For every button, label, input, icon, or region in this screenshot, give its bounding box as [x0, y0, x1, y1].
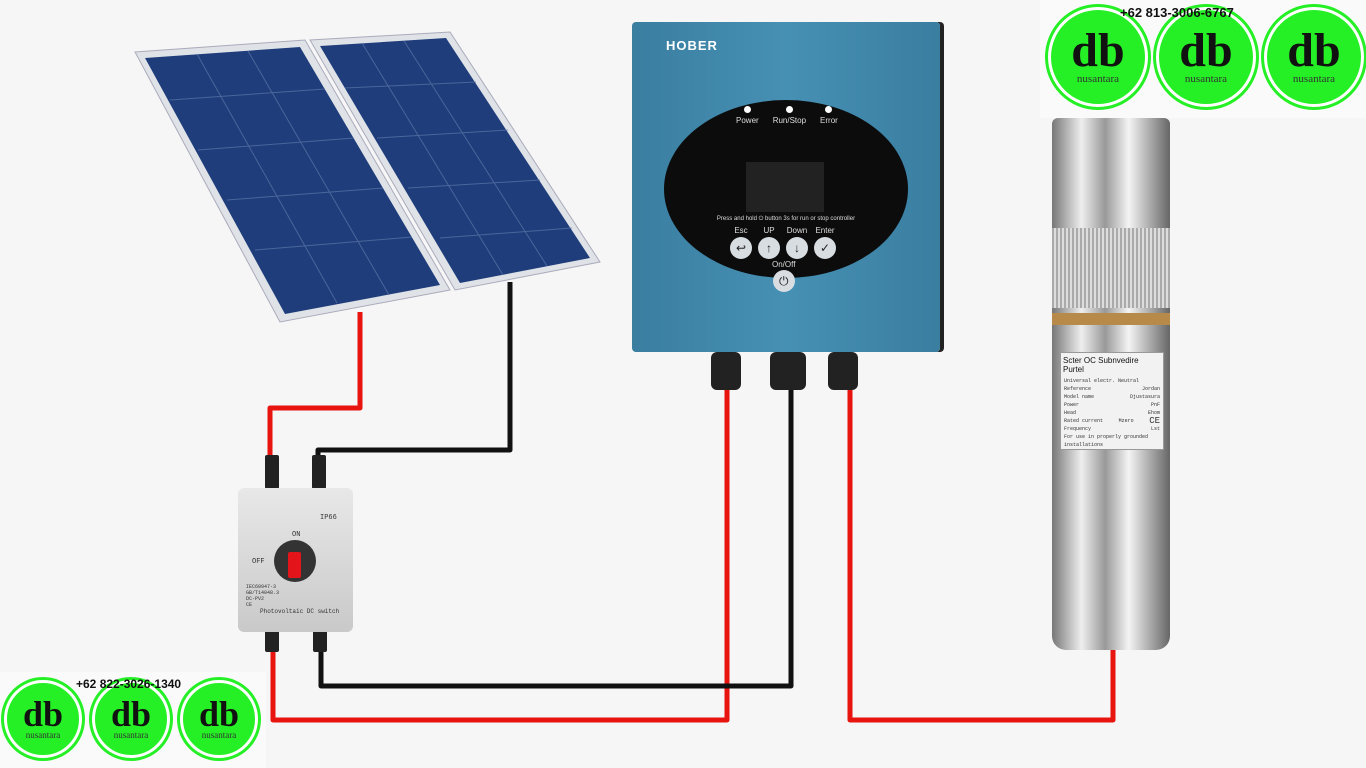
- lcd-screen: [746, 162, 824, 212]
- solar-panel-right: [309, 31, 601, 291]
- pump-controller: HOBER Power Run/Stop Error Press and hol…: [632, 22, 940, 352]
- wire-panel-negative: [315, 282, 513, 458]
- pump-nameplate: Scter OC Subnvedire Purtel Universal ele…: [1060, 352, 1164, 450]
- submersible-pump: Scter OC Subnvedire Purtel Universal ele…: [1052, 118, 1170, 650]
- instruction-text: Press and hold ⏻ button 3s for run or st…: [716, 216, 856, 222]
- wire-switch-negative-to-controller: [318, 388, 794, 689]
- solar-panel-left: [134, 39, 451, 323]
- switch-handle[interactable]: [288, 552, 301, 578]
- controller-brand: HOBER: [666, 38, 718, 53]
- up-button[interactable]: ↑: [758, 237, 780, 259]
- cable-glands: [265, 352, 858, 652]
- indicator-run-stop: Run/Stop: [773, 106, 806, 125]
- control-panel: Power Run/Stop Error Press and hold ⏻ bu…: [664, 100, 908, 292]
- pump-band: [1052, 313, 1170, 325]
- down-button[interactable]: ↓: [786, 237, 808, 259]
- indicator-power: Power: [736, 106, 759, 125]
- phone-number-bottom: +62 822-3026-1340: [76, 677, 182, 691]
- esc-button[interactable]: ↩: [730, 237, 752, 259]
- ip-rating: IP66: [320, 514, 337, 522]
- indicator-error: Error: [820, 106, 838, 125]
- wire-switch-positive-to-controller: [270, 388, 730, 723]
- power-button[interactable]: ⏻: [772, 270, 795, 292]
- indicator-row: Power Run/Stop Error: [736, 106, 838, 125]
- pump-intake-grille: [1052, 228, 1170, 308]
- phone-number-top: +62 813-3006-6767: [1120, 5, 1234, 20]
- wire-panel-positive: [267, 312, 363, 458]
- button-row: Esc↩ UP↑ Down↓ Enter✓: [730, 226, 836, 259]
- panel-cell-grid: [169, 40, 573, 304]
- on-off-label: On/Off: [772, 260, 796, 269]
- enter-button[interactable]: ✓: [814, 237, 836, 259]
- wire-controller-to-pump: [847, 388, 1116, 723]
- switch-knob[interactable]: [274, 540, 316, 582]
- switch-name: Photovoltaic DC switch: [260, 608, 340, 615]
